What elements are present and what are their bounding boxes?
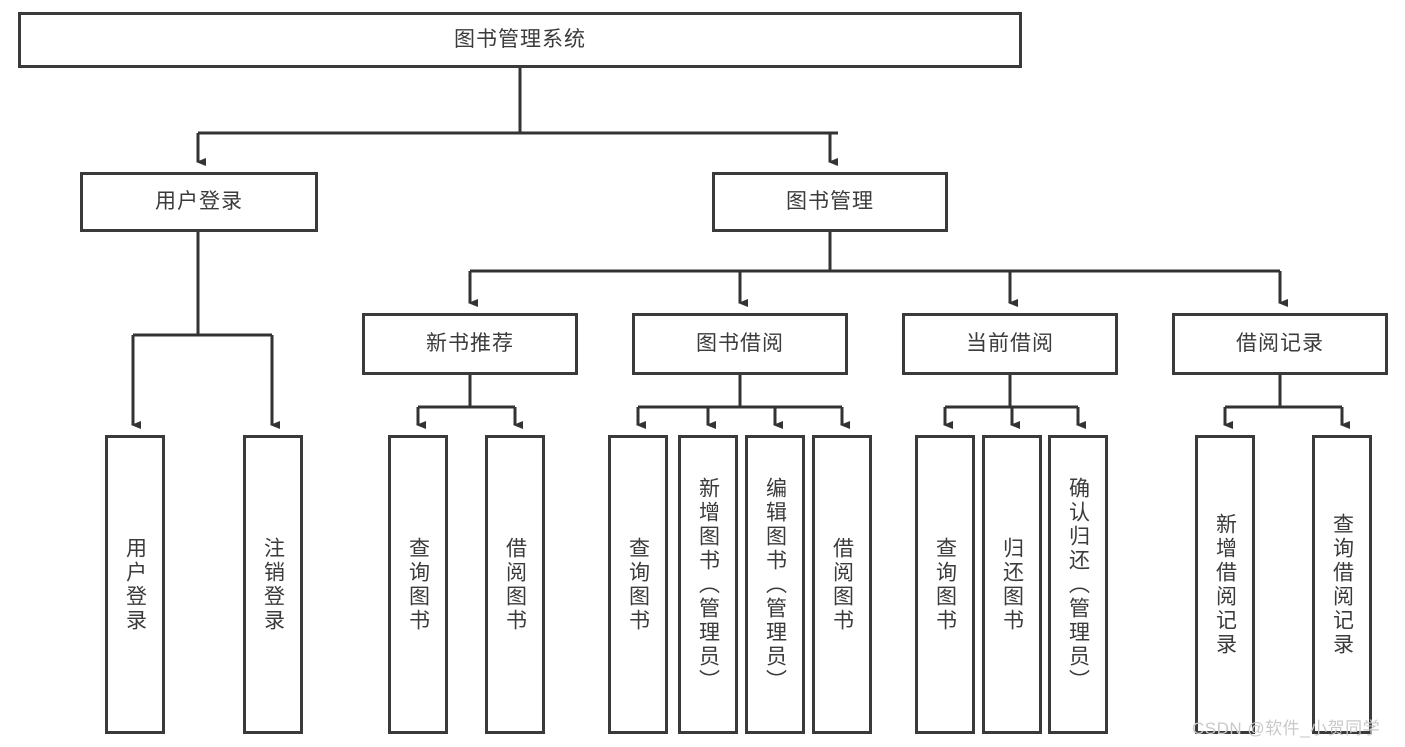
node-current-borrow-label: 当前借阅 xyxy=(966,331,1054,355)
node-book-management-label: 图书管理 xyxy=(786,189,874,213)
leaf-node-label: 查询图书 xyxy=(933,536,957,633)
leaf-node[interactable]: 确认归还（管理员） xyxy=(1048,435,1108,734)
leaf-node-label: 新增图书（管理员） xyxy=(696,476,720,693)
leaf-node-label: 新增借阅记录 xyxy=(1213,512,1237,657)
leaf-node[interactable]: 借阅图书 xyxy=(485,435,545,734)
node-borrow-record[interactable]: 借阅记录 xyxy=(1172,313,1388,375)
leaf-node-label: 查询图书 xyxy=(626,536,650,633)
node-book-borrow-label: 图书借阅 xyxy=(696,331,784,355)
node-root-label: 图书管理系统 xyxy=(454,27,586,51)
leaf-node-label: 借阅图书 xyxy=(830,536,854,633)
leaf-node-label: 归还图书 xyxy=(1000,536,1024,633)
node-book-borrow[interactable]: 图书借阅 xyxy=(632,313,848,375)
leaf-node-label: 查询图书 xyxy=(406,536,430,633)
leaf-node-label: 借阅图书 xyxy=(503,536,527,633)
leaf-node-label: 查询借阅记录 xyxy=(1330,512,1354,657)
leaf-node-label: 注销登录 xyxy=(261,536,285,633)
leaf-node[interactable]: 编辑图书（管理员） xyxy=(745,435,805,734)
leaf-node-label: 确认归还（管理员） xyxy=(1066,476,1090,693)
node-new-book-recommend[interactable]: 新书推荐 xyxy=(362,313,578,375)
csdn-watermark: CSDN @软件_小贺同学 xyxy=(1192,719,1381,738)
leaf-node[interactable]: 查询借阅记录 xyxy=(1312,435,1372,734)
leaf-node[interactable]: 查询图书 xyxy=(388,435,448,734)
leaf-node-label: 编辑图书（管理员） xyxy=(763,476,787,693)
leaf-node[interactable]: 查询图书 xyxy=(608,435,668,734)
node-book-management[interactable]: 图书管理 xyxy=(712,172,948,232)
leaf-node[interactable]: 用户登录 xyxy=(105,435,165,734)
leaf-node[interactable]: 借阅图书 xyxy=(812,435,872,734)
leaf-node[interactable]: 查询图书 xyxy=(915,435,975,734)
node-user-login[interactable]: 用户登录 xyxy=(80,172,318,232)
node-borrow-record-label: 借阅记录 xyxy=(1236,331,1324,355)
leaf-node[interactable]: 归还图书 xyxy=(982,435,1042,734)
node-root[interactable]: 图书管理系统 xyxy=(18,12,1022,68)
node-current-borrow[interactable]: 当前借阅 xyxy=(902,313,1118,375)
node-user-login-label: 用户登录 xyxy=(155,189,243,213)
leaf-node[interactable]: 新增图书（管理员） xyxy=(678,435,738,734)
leaf-node[interactable]: 注销登录 xyxy=(243,435,303,734)
leaf-node[interactable]: 新增借阅记录 xyxy=(1195,435,1255,734)
leaf-node-label: 用户登录 xyxy=(123,536,147,633)
node-new-book-recommend-label: 新书推荐 xyxy=(426,331,514,355)
